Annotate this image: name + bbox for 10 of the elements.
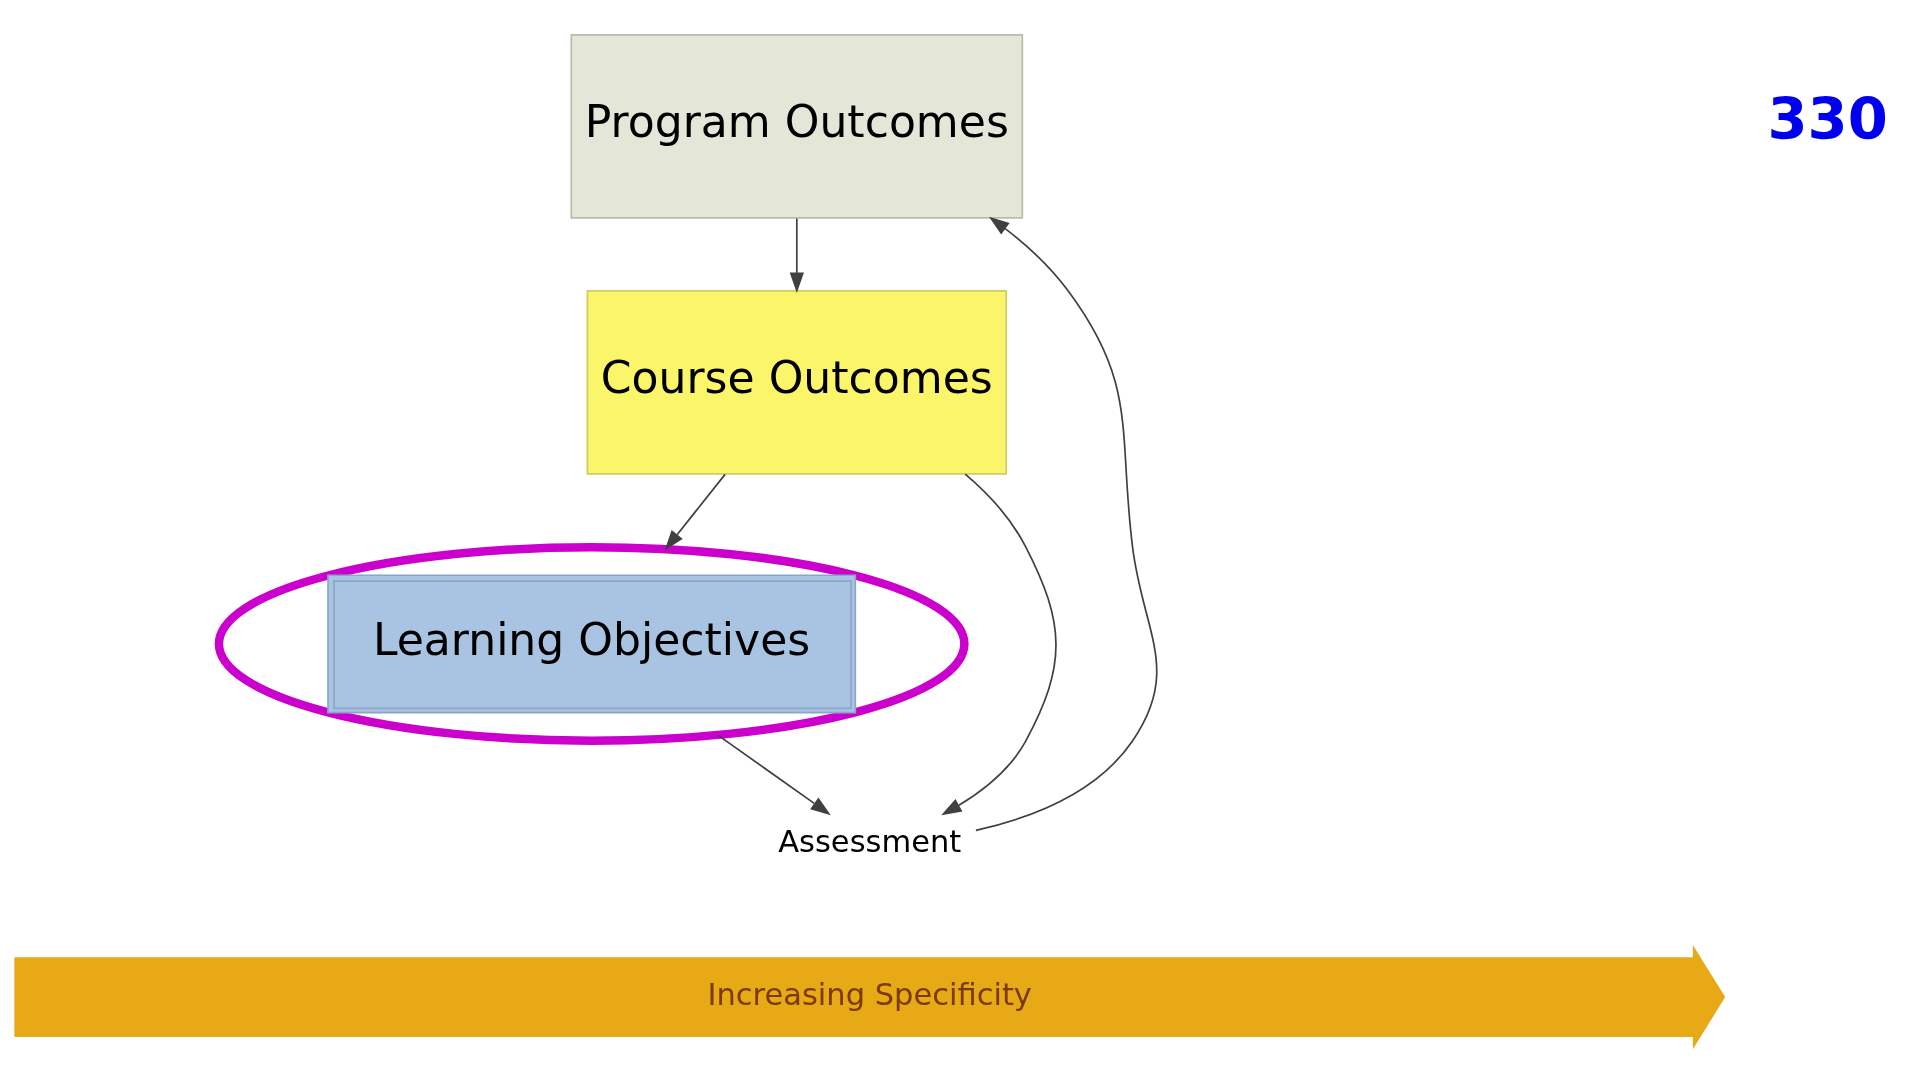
arrow xyxy=(789,217,804,293)
node-box: Program Outcomes xyxy=(570,33,1024,219)
arrow xyxy=(975,216,1158,831)
arrow xyxy=(717,734,831,815)
arrow xyxy=(941,472,1057,815)
arrow xyxy=(664,473,726,550)
node-ellipse: Learning Objectives xyxy=(214,542,969,745)
node-text: Assessment xyxy=(778,823,962,859)
node-box: Course Outcomes xyxy=(586,289,1008,475)
label: 330 xyxy=(1767,84,1888,153)
